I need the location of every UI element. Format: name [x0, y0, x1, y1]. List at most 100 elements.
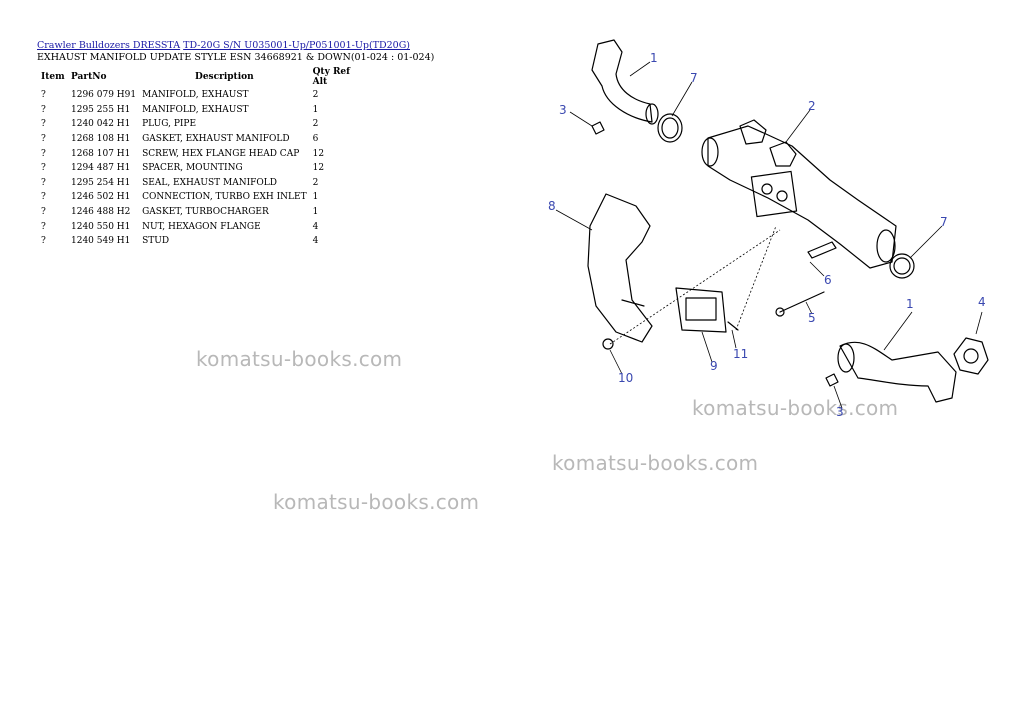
col-qty-ref-alt: Qty Ref Alt: [312, 67, 351, 87]
callout-9: 9: [710, 359, 718, 373]
manifold-flange-2: [769, 141, 797, 167]
turbo-flange-center: [750, 170, 798, 218]
callout-8: 8: [548, 199, 556, 213]
manifold-outlet-top: [645, 103, 659, 125]
cell-item: ?: [41, 148, 46, 159]
breadcrumb-link-serial[interactable]: TD-20G S/N U035001-Up/P051001-Up(TD20G): [183, 40, 410, 51]
col-partno: PartNo: [71, 72, 107, 82]
cell-item: ?: [41, 134, 46, 145]
cell-description: NUT, HEXAGON FLANGE: [142, 221, 261, 232]
cell-qty: 1: [312, 104, 319, 115]
cell-item: ?: [41, 192, 46, 203]
table-row: ? 1246 502 H1 CONNECTION, TURBO EXH INLET 1: [37, 190, 368, 205]
manifold-center-inlet: [701, 137, 719, 167]
cell-partno: 1246 488 H2: [71, 207, 131, 218]
cell-item: ?: [41, 119, 46, 130]
cell-item: ?: [41, 207, 46, 218]
exhaust-manifold-gasket-hole: [963, 348, 979, 364]
seal-ring-right-inner: [893, 257, 911, 275]
manifold-bottom-inlet: [837, 343, 855, 373]
table-row: ? 1246 488 H2 GASKET, TURBOCHARGER 1: [37, 205, 368, 220]
table-row: ? 1240 042 H1 PLUG, PIPE 2: [37, 117, 368, 132]
watermark: komatsu-books.com: [552, 451, 759, 475]
callout-7-right: 7: [940, 215, 948, 229]
callout-10: 10: [618, 371, 633, 385]
cell-qty: 2: [312, 90, 319, 101]
cell-partno: 1240 042 H1: [71, 119, 131, 130]
cell-qty: 12: [312, 148, 325, 159]
callout-5: 5: [808, 311, 816, 325]
hexagon-flange-nut: [602, 338, 614, 350]
callout-1-bottom: 1: [906, 297, 914, 311]
cell-description: SCREW, HEX FLANGE HEAD CAP: [142, 148, 300, 159]
cell-qty: 4: [312, 236, 319, 247]
watermark: komatsu-books.com: [273, 490, 480, 514]
cell-partno: 1294 487 H1: [71, 163, 131, 174]
cell-partno: 1240 550 H1: [71, 221, 131, 232]
cell-description: GASKET, TURBOCHARGER: [142, 207, 269, 218]
parts-table: Item PartNo Description Qty Ref Alt ? 129…: [37, 66, 368, 249]
cell-description: GASKET, EXHAUST MANIFOLD: [142, 134, 290, 145]
cell-partno: 1268 107 H1: [71, 148, 131, 159]
cell-item: ?: [41, 236, 46, 247]
manifold-flange-1: [739, 119, 767, 145]
callout-1-top: 1: [650, 51, 658, 65]
screw-head: [775, 307, 785, 317]
seal-ring-right: [889, 253, 915, 279]
cell-description: MANIFOLD, EXHAUST: [142, 90, 249, 101]
cell-partno: 1246 502 H1: [71, 192, 131, 203]
cell-item: ?: [41, 104, 46, 115]
cell-partno: 1268 108 H1: [71, 134, 131, 145]
cell-partno: 1295 255 H1: [71, 104, 131, 115]
seal-ring-top-inner: [661, 117, 679, 139]
callout-11: 11: [733, 347, 748, 361]
cell-qty: 12: [312, 163, 325, 174]
cell-qty: 2: [312, 177, 319, 188]
turbo-port-2: [776, 190, 788, 202]
cell-partno: 1296 079 H91: [71, 90, 137, 101]
flange-head-screw: [779, 291, 825, 313]
callout-3-bottom: 3: [836, 405, 844, 419]
turbocharger-gasket: [675, 287, 727, 333]
watermark: komatsu-books.com: [692, 396, 899, 420]
cell-qty: 6: [312, 134, 319, 145]
mounting-spacer: [807, 241, 837, 259]
pipe-plug-bottom: [825, 373, 839, 387]
breadcrumb-link-model[interactable]: Crawler Bulldozers DRESSTA: [37, 40, 181, 51]
breadcrumb: Crawler Bulldozers DRESSTA TD-20G S/N U0…: [37, 40, 410, 52]
cell-item: ?: [41, 163, 46, 174]
manifold-elbow-top: [591, 39, 653, 123]
cell-partno: 1240 549 H1: [71, 236, 131, 247]
inlet-flange-edge: [621, 299, 645, 307]
table-row: ? 1268 107 H1 SCREW, HEX FLANGE HEAD CAP 12: [37, 146, 368, 161]
callout-6: 6: [824, 273, 832, 287]
cell-description: MANIFOLD, EXHAUST: [142, 104, 249, 115]
table-header-row: Item PartNo Description Qty Ref Alt: [37, 66, 368, 88]
col-description: Description: [195, 72, 254, 82]
table-row: ? 1240 549 H1 STUD 4: [37, 234, 368, 249]
cell-qty: 2: [312, 119, 319, 130]
pipe-plug-top: [591, 121, 605, 135]
turbocharger-gasket-opening: [685, 297, 717, 321]
watermark: komatsu-books.com: [196, 347, 403, 371]
cell-description: PLUG, PIPE: [142, 119, 197, 130]
page-subtitle: EXHAUST MANIFOLD UPDATE STYLE ESN 346689…: [37, 52, 435, 63]
col-item: Item: [41, 72, 65, 82]
cell-description: STUD: [142, 236, 170, 247]
seal-ring-top: [657, 113, 683, 143]
cell-qty: 1: [312, 192, 319, 203]
turbo-port-1: [761, 183, 773, 195]
callout-7-top: 7: [690, 71, 698, 85]
cell-description: SEAL, EXHAUST MANIFOLD: [142, 177, 277, 188]
cell-description: CONNECTION, TURBO EXH INLET: [142, 192, 307, 203]
cell-item: ?: [41, 221, 46, 232]
cell-qty: 1: [312, 207, 319, 218]
table-row: ? 1268 108 H1 GASKET, EXHAUST MANIFOLD 6: [37, 132, 368, 147]
table-row: ? 1295 255 H1 MANIFOLD, EXHAUST 1: [37, 103, 368, 118]
callout-2: 2: [808, 99, 816, 113]
turbo-exhaust-inlet-connection: [587, 193, 653, 343]
cell-partno: 1295 254 H1: [71, 177, 131, 188]
